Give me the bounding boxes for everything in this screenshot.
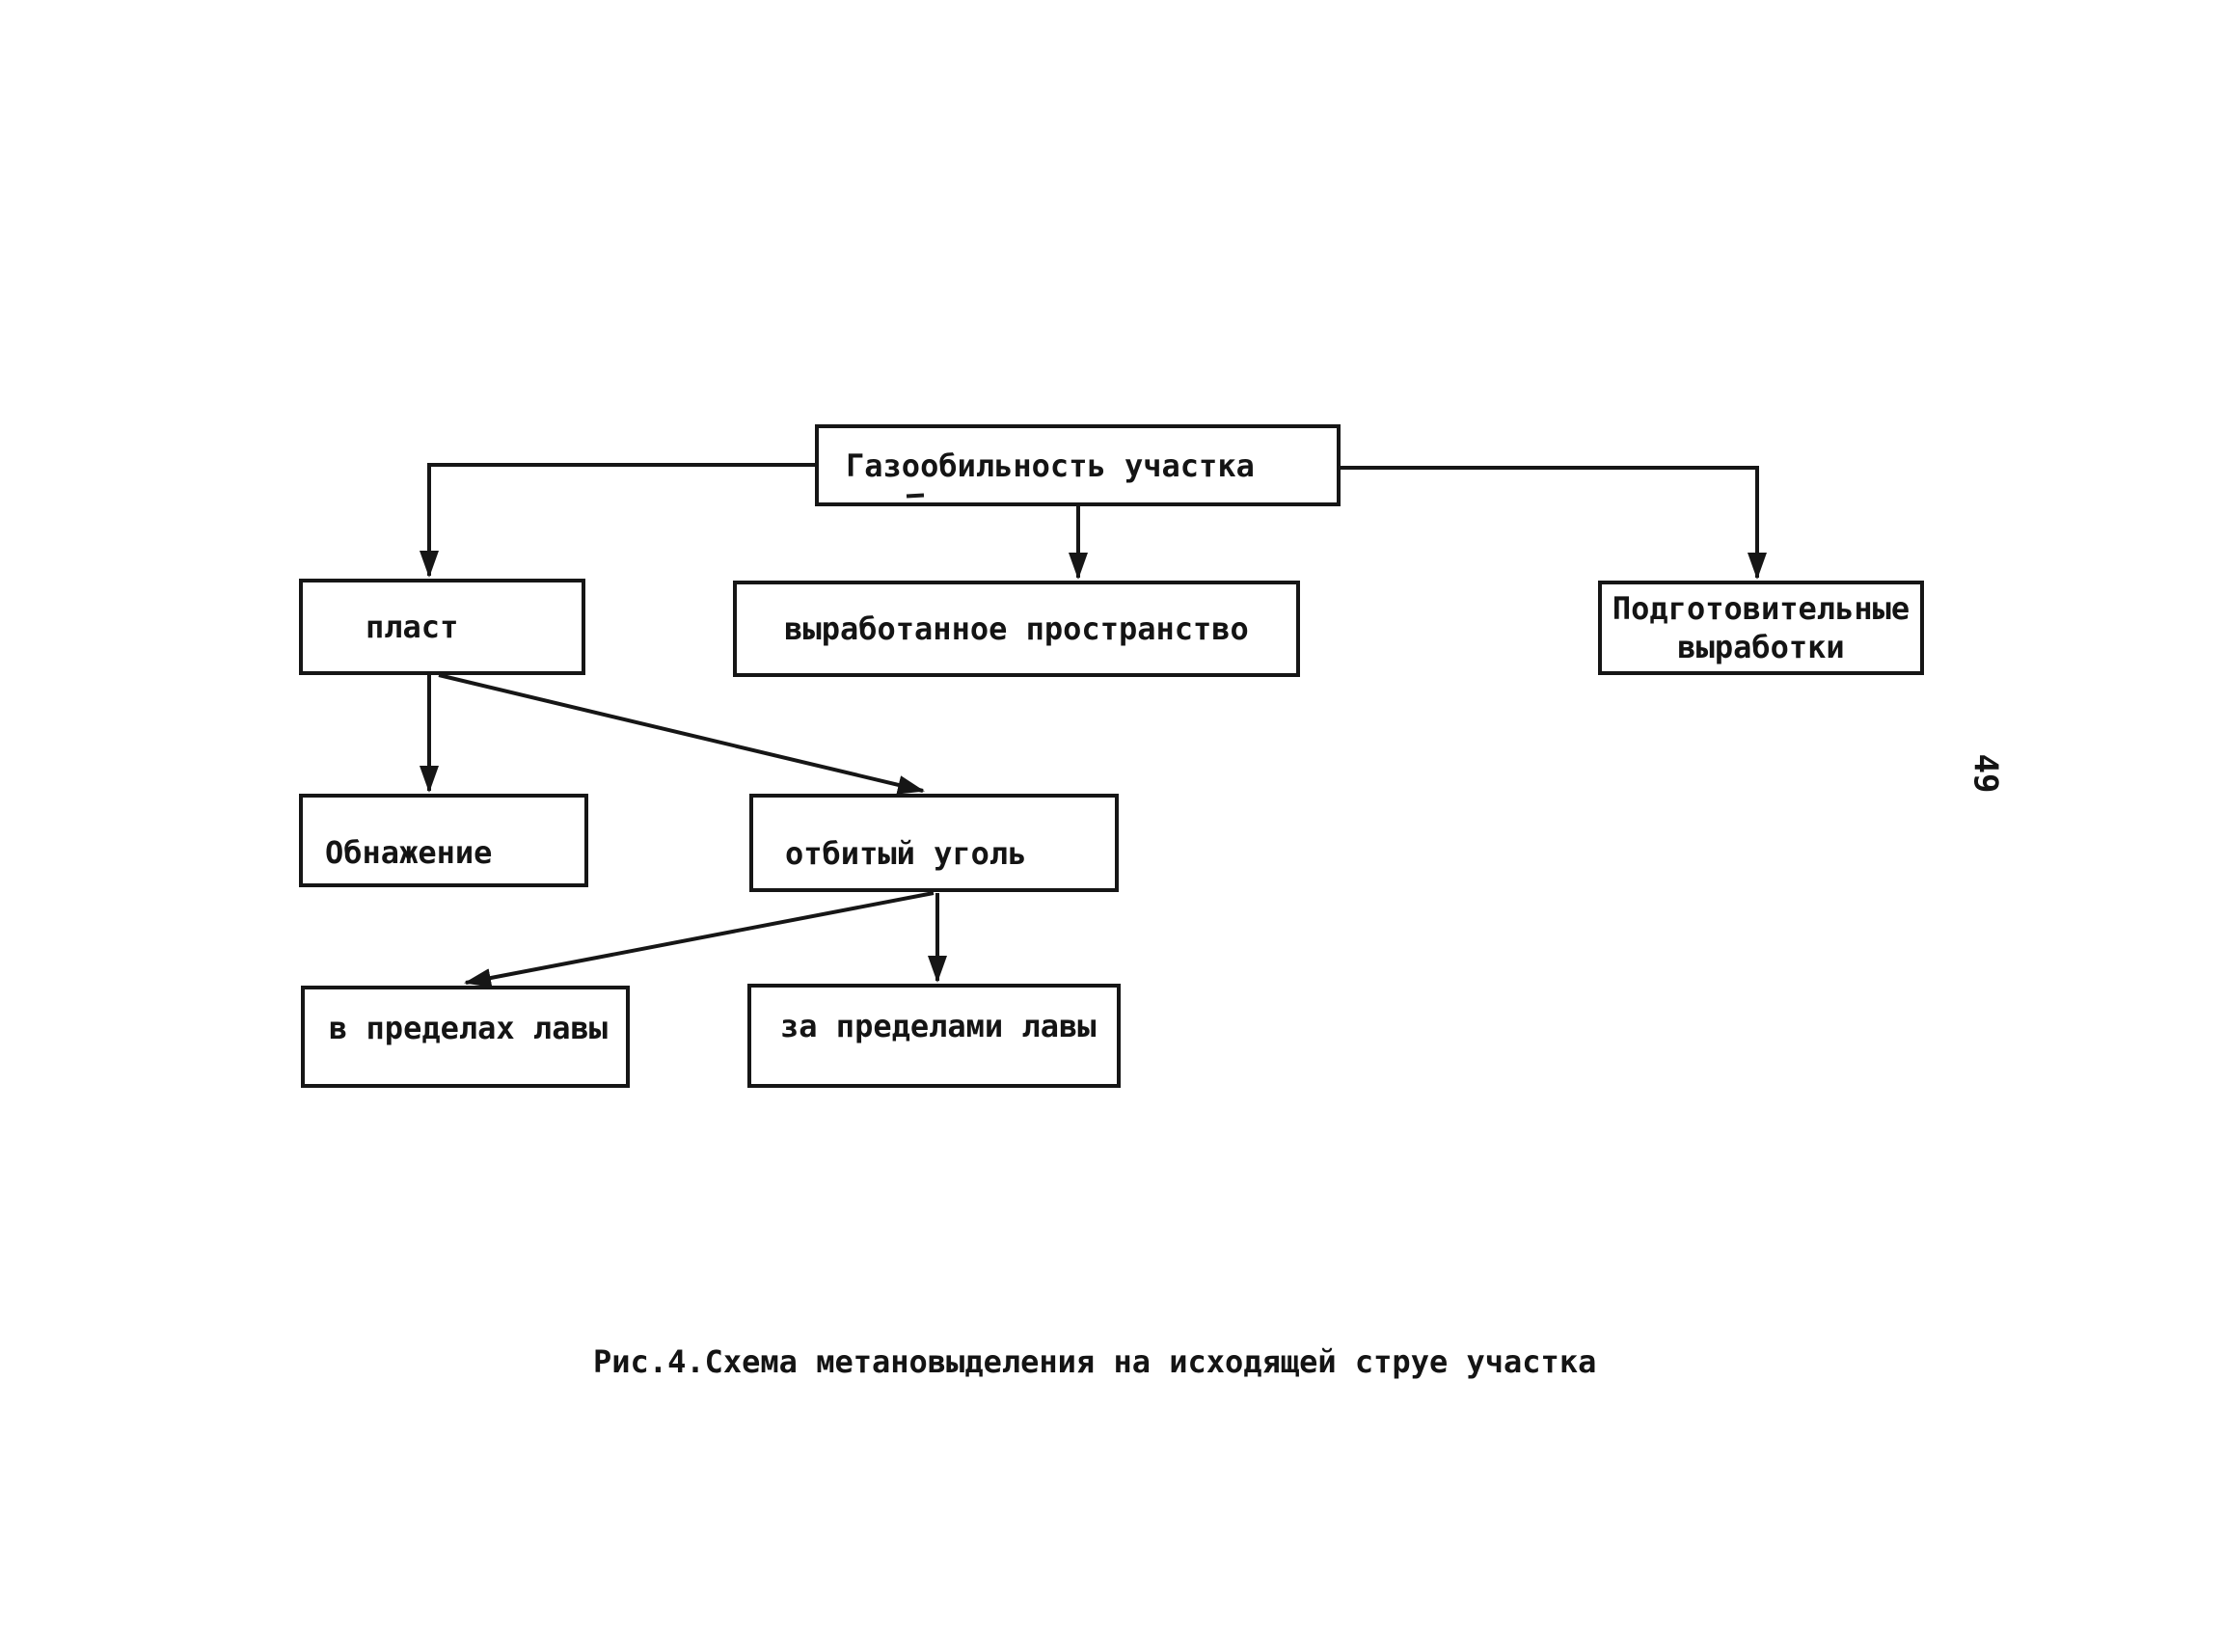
node-exposure: Обнажение (299, 794, 588, 887)
page-number: 49 (1965, 753, 2005, 794)
node-broken-coal: отбитый уголь (749, 794, 1119, 892)
edge-seam-to-broken-coal (438, 673, 925, 795)
edge-broken-coal-to-within (464, 891, 935, 988)
node-within-longwall: в пределах лавы (301, 986, 630, 1088)
node-worked-out-space: выработанное пространство (733, 581, 1300, 677)
edge-gas-to-seam (420, 463, 815, 578)
node-gas-abundance: Газообильность участка (815, 424, 1341, 506)
figure-caption: Рис.4.Схема метановыделения на исходящей… (593, 1343, 1597, 1380)
edge-gas-to-preparatory (1341, 466, 1767, 580)
node-label: Обнажение (325, 834, 493, 871)
node-label: пласт (366, 609, 459, 645)
node-beyond-longwall: за пределами лавы (747, 984, 1121, 1088)
node-label: в пределах лавы (329, 1010, 608, 1046)
node-preparatory-workings: Подготовительные выработки (1598, 581, 1924, 675)
node-label: Газообильность участка (846, 447, 1255, 484)
node-label: отбитый уголь (785, 835, 1027, 872)
node-label: Подготовительные выработки (1612, 590, 1910, 665)
node-label: выработанное пространство (784, 610, 1249, 647)
node-label: за пределами лавы (780, 1008, 1097, 1044)
node-seam: пласт (299, 579, 585, 675)
